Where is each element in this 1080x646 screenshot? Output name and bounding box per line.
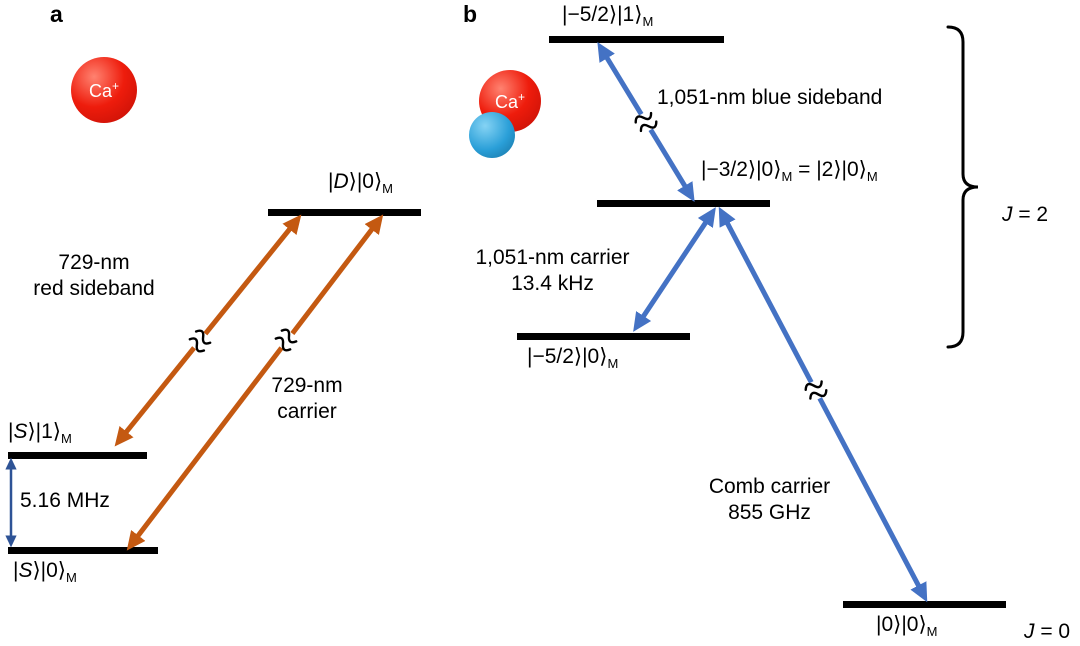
blue-sideband-label: 1,051-nm blue sideband (657, 86, 883, 109)
comb-carrier-label: Comb carrier 855 GHz (708, 475, 831, 524)
comb-carrier-arrow (718, 206, 928, 603)
calcium-ion-icon: Ca+ (71, 57, 137, 123)
splitting-label: 5.16 MHz (20, 489, 110, 512)
level-b-bottom (843, 601, 1006, 608)
hydride-atom-icon (469, 112, 515, 158)
panel-b-label: b (463, 1, 478, 27)
j2-label: J = 2 (1002, 202, 1049, 226)
level-a-D0 (268, 209, 421, 216)
level-b-low (517, 333, 690, 340)
wave-break-icon (629, 107, 663, 137)
level-label-S0: |S⟩|0⟩M (13, 559, 77, 586)
level-label-b-bottom: |0⟩|0⟩M (876, 613, 938, 640)
ion-label: Ca+ (88, 79, 120, 101)
j2-brace (946, 25, 979, 349)
level-label-D0: |D⟩|0⟩M (328, 170, 394, 197)
j0-label: J = 0 (1024, 619, 1071, 643)
carrier-label-a: 729-nm carrier (271, 374, 343, 423)
level-b-top (549, 36, 724, 43)
level-label-b-top: |−5/2⟩|1⟩M (562, 3, 654, 30)
level-a-S0 (8, 547, 158, 554)
panel-a-label: a (50, 1, 63, 27)
level-b-mid (597, 200, 770, 207)
wave-break-icon (799, 375, 833, 405)
wave-break-icon (269, 324, 303, 356)
level-label-b-low: |−5/2⟩|0⟩M (527, 345, 619, 372)
ion-label: Ca+ (494, 90, 526, 112)
wave-break-icon (183, 325, 217, 357)
level-label-S1: |S⟩|1⟩M (8, 420, 72, 447)
red-sideband-label: 729-nm red sideband (33, 251, 155, 300)
blue-sideband-arrow (597, 42, 695, 202)
carrier-label-b: 1,051-nm carrier 13.4 kHz (475, 246, 630, 295)
level-label-b-mid: |−3/2⟩|0⟩M = |2⟩|0⟩M (701, 158, 878, 185)
level-a-S1 (8, 452, 147, 459)
